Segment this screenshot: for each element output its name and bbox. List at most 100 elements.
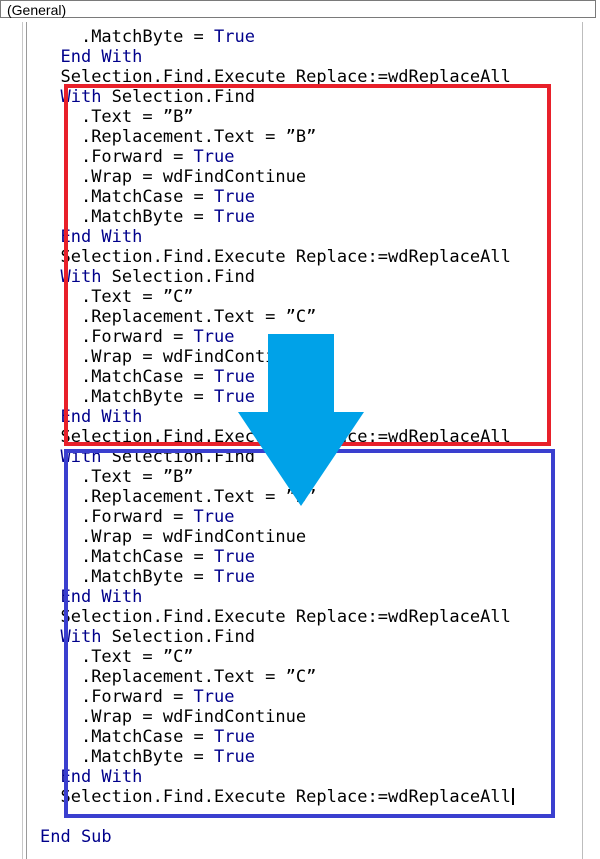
code-line[interactable]: .Replacement.Text = ”C” xyxy=(40,307,514,327)
code-indent xyxy=(40,187,81,207)
code-line[interactable]: .MatchCase = True xyxy=(40,367,514,387)
code-line[interactable]: With Selection.Find xyxy=(40,627,514,647)
code-indent xyxy=(40,27,81,47)
code-line[interactable]: End With xyxy=(40,227,514,247)
code-line[interactable]: With Selection.Find xyxy=(40,87,514,107)
code-line[interactable]: .MatchByte = True xyxy=(40,567,514,587)
code-line[interactable]: .Forward = True xyxy=(40,507,514,527)
code-indent xyxy=(40,407,60,427)
code-text: .MatchCase = xyxy=(80,547,215,567)
code-text: .Forward = xyxy=(80,147,194,167)
code-line[interactable]: .Wrap = wdFindContinue xyxy=(40,707,514,727)
code-line[interactable]: .Text = ”C” xyxy=(40,647,514,667)
code-text: .Replacement.Text = ”C” xyxy=(80,667,317,687)
code-line[interactable]: .Forward = True xyxy=(40,147,514,167)
code-keyword-value: True xyxy=(193,687,235,707)
code-line[interactable]: .MatchCase = True xyxy=(40,187,514,207)
code-line[interactable]: Selection.Find.Execute Replace:=wdReplac… xyxy=(40,607,514,627)
code-text: .MatchCase = xyxy=(80,727,215,747)
code-indent xyxy=(40,67,60,87)
code-line[interactable]: Selection.Find.Execute Replace:=wdReplac… xyxy=(40,787,514,807)
code-keyword: With xyxy=(60,87,102,107)
object-combo[interactable]: (General) xyxy=(0,0,596,18)
code-editor[interactable]: .MatchByte = True End With Selection.Fin… xyxy=(40,27,514,847)
code-line[interactable]: End Sub xyxy=(40,827,514,847)
code-indent xyxy=(40,427,60,447)
code-keyword-value: True xyxy=(193,327,235,347)
code-text: Selection.Find.Execute Replace:=wdReplac… xyxy=(60,787,511,807)
code-line[interactable]: .Forward = True xyxy=(40,687,514,707)
code-line[interactable]: End With xyxy=(40,407,514,427)
code-keyword: End With xyxy=(60,767,143,787)
code-keyword: End With xyxy=(60,227,143,247)
code-line[interactable]: With Selection.Find xyxy=(40,267,514,287)
code-text: Selection.Find xyxy=(101,447,255,467)
code-line[interactable]: .Text = ”C” xyxy=(40,287,514,307)
code-indent xyxy=(40,727,81,747)
code-line[interactable]: With Selection.Find xyxy=(40,447,514,467)
code-line[interactable]: .Wrap = wdFindContinue xyxy=(40,347,514,367)
code-line[interactable]: .MatchByte = True xyxy=(40,207,514,227)
margin-indicator-bar[interactable] xyxy=(0,22,23,859)
code-indent xyxy=(40,127,81,147)
code-line[interactable]: .MatchCase = True xyxy=(40,547,514,567)
code-line[interactable]: .MatchByte = True xyxy=(40,387,514,407)
code-line[interactable]: .Text = ”B” xyxy=(40,107,514,127)
text-caret xyxy=(511,788,514,805)
code-keyword: With xyxy=(60,627,102,647)
code-line[interactable]: .Forward = True xyxy=(40,327,514,347)
code-line[interactable]: End With xyxy=(40,587,514,607)
code-indent xyxy=(40,507,81,527)
code-indent xyxy=(40,167,81,187)
code-text: .Forward = xyxy=(80,687,194,707)
code-line[interactable]: .Wrap = wdFindContinue xyxy=(40,527,514,547)
code-line[interactable]: Selection.Find.Execute Replace:=wdReplac… xyxy=(40,247,514,267)
code-text: .Text = ”C” xyxy=(80,287,194,307)
code-line[interactable]: Selection.Find.Execute Replace:=wdReplac… xyxy=(40,67,514,87)
code-line[interactable]: .Replacement.Text = ”C” xyxy=(40,667,514,687)
code-indent xyxy=(40,487,81,507)
code-text: .MatchByte = xyxy=(80,27,215,47)
code-line[interactable]: End With xyxy=(40,767,514,787)
code-line[interactable]: .MatchCase = True xyxy=(40,727,514,747)
code-line[interactable]: .Wrap = wdFindContinue xyxy=(40,167,514,187)
code-line[interactable]: .Replacement.Text = ”B” xyxy=(40,127,514,147)
code-text: .MatchCase = xyxy=(80,367,215,387)
code-indent xyxy=(40,747,81,767)
code-indent xyxy=(40,147,81,167)
code-text: .Forward = xyxy=(80,327,194,347)
code-line[interactable]: End With xyxy=(40,47,514,67)
code-indent xyxy=(40,627,60,647)
code-text: Selection.Find xyxy=(101,87,255,107)
code-indent xyxy=(40,307,81,327)
code-keyword-value: True xyxy=(214,387,255,407)
code-text: .Forward = xyxy=(80,507,194,527)
code-line[interactable] xyxy=(40,807,514,827)
code-keyword-value: True xyxy=(214,207,255,227)
code-keyword: End With xyxy=(60,407,143,427)
code-text: .Replacement.Text = ”B” xyxy=(80,487,317,507)
code-line[interactable]: .MatchByte = True xyxy=(40,747,514,767)
code-keyword-value: True xyxy=(214,547,255,567)
code-text: Selection.Find.Execute Replace:=wdReplac… xyxy=(60,427,511,447)
code-text: .Text = ”B” xyxy=(80,107,194,127)
code-indent xyxy=(40,227,60,247)
code-text: .Replacement.Text = ”B” xyxy=(80,127,317,147)
code-text: Selection.Find.Execute Replace:=wdReplac… xyxy=(60,607,511,627)
code-text: .Wrap = wdFindContinue xyxy=(80,707,307,727)
code-keyword-value: True xyxy=(214,747,255,767)
editor-right-edge xyxy=(582,22,583,859)
code-indent xyxy=(40,327,81,347)
code-text: .Wrap = wdFindContinue xyxy=(80,167,307,187)
code-line[interactable]: .MatchByte = True xyxy=(40,27,514,47)
code-keyword-value: True xyxy=(214,727,255,747)
code-keyword-value: True xyxy=(214,187,255,207)
code-line[interactable]: .Text = ”B” xyxy=(40,467,514,487)
code-keyword: End With xyxy=(60,47,143,67)
code-text: .Wrap = wdFindContinue xyxy=(80,347,307,367)
code-line[interactable]: Selection.Find.Execute Replace:=wdReplac… xyxy=(40,427,514,447)
code-line[interactable]: .Replacement.Text = ”B” xyxy=(40,487,514,507)
code-text: .Text = ”C” xyxy=(80,647,194,667)
code-indent xyxy=(40,87,60,107)
code-text: Selection.Find.Execute Replace:=wdReplac… xyxy=(60,247,511,267)
